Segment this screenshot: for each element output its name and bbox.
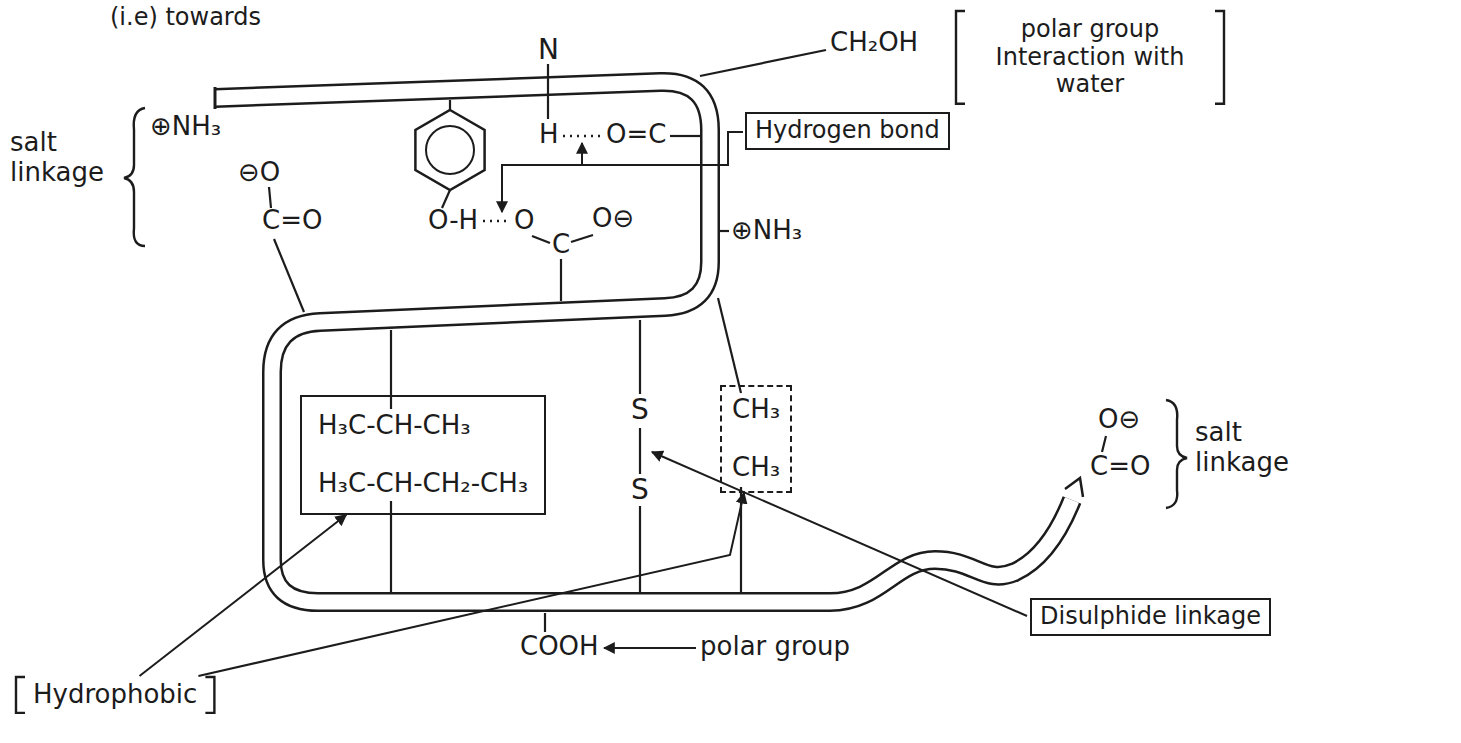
chem-atom: O [514, 206, 534, 236]
node-text: CH₃ [732, 453, 780, 483]
chem-atom: O⊖ [592, 204, 634, 234]
chain-outline [215, 82, 1072, 602]
leader-arrow [652, 452, 1027, 616]
bracket-line [1215, 11, 1224, 104]
connector-arrow [139, 515, 346, 676]
bracket-line [16, 677, 25, 713]
chem-group: COOH [520, 632, 599, 662]
brace-label: salt linkage [1195, 418, 1315, 478]
bond-line [544, 613, 546, 632]
hydrogen-bond-dots [563, 135, 601, 137]
chem-group: O=C [606, 120, 666, 150]
chem-atom: C [552, 230, 570, 260]
bracket-note: polar group Interaction with water [955, 10, 1225, 105]
bond-line [449, 100, 451, 110]
label-box: Disulphide linkage [1030, 598, 1271, 636]
chem-atom: H [539, 120, 559, 150]
brace [124, 108, 145, 246]
node-text: H₃C-CH-CH₃ [318, 411, 528, 441]
chain-end [214, 87, 217, 109]
bond-line [718, 298, 741, 393]
node-text: polar group Interaction with water [975, 16, 1205, 99]
note-text: (i.e) towards [110, 4, 261, 32]
leader-arrow [581, 143, 583, 165]
chem-atom: ⊖O [238, 158, 280, 188]
node-text: Hydrogen bond [755, 117, 940, 145]
hydrophobic-box: H₃C-CH-CH₃ H₃C-CH-CH₂-CH₃ [300, 395, 546, 515]
brace-label: salt linkage [10, 128, 128, 188]
leader-arrow [604, 647, 696, 649]
hydrogen-bond-dots [483, 220, 511, 222]
disulphide-bond [639, 428, 641, 474]
node-text: H₃C-CH-CH₂-CH₃ [318, 469, 528, 499]
bond-line [532, 236, 550, 243]
bond-line [390, 330, 392, 409]
chem-group: O-H [428, 206, 478, 236]
chem-group: ⊕NH₃ [731, 216, 802, 246]
brace [1166, 400, 1187, 508]
chem-group: C=O [1090, 452, 1150, 482]
chem-group: ⊕NH₃ [150, 112, 221, 142]
bond-line [720, 230, 729, 232]
note-text: polar group [700, 632, 850, 662]
node-text: Hydrophobic [33, 680, 197, 710]
bond-line [274, 239, 304, 312]
bond-line [700, 50, 826, 76]
chem-atom: O⊖ [1098, 405, 1140, 435]
label-box: Hydrogen bond [745, 112, 950, 150]
bond-line [639, 506, 641, 592]
bond-line [639, 320, 641, 394]
bond-line [1102, 436, 1106, 452]
bond-line [560, 259, 562, 301]
bond-line [547, 64, 549, 119]
chem-group: CH₂OH [830, 28, 918, 58]
chem-atom: S [631, 474, 649, 506]
node-text: Disulphide linkage [1040, 603, 1261, 631]
node-text: CH₃ [732, 395, 780, 425]
bond-line [670, 135, 700, 137]
chain-arrow [1065, 478, 1083, 497]
benzene-circle [426, 126, 474, 174]
chem-atom: S [631, 394, 649, 426]
bond-line [571, 235, 593, 242]
chain-inner [215, 82, 1072, 602]
bracket-line [956, 11, 965, 104]
benzene-ring [415, 110, 484, 190]
bracket-note: Hydrophobic [15, 676, 215, 714]
bracket-line [205, 677, 214, 713]
chem-group: C=O [262, 206, 322, 236]
bond-line [269, 187, 271, 208]
connector-arrow [198, 493, 744, 676]
chem-atom: N [538, 34, 559, 66]
dashed-box: CH₃ CH₃ [720, 385, 792, 493]
